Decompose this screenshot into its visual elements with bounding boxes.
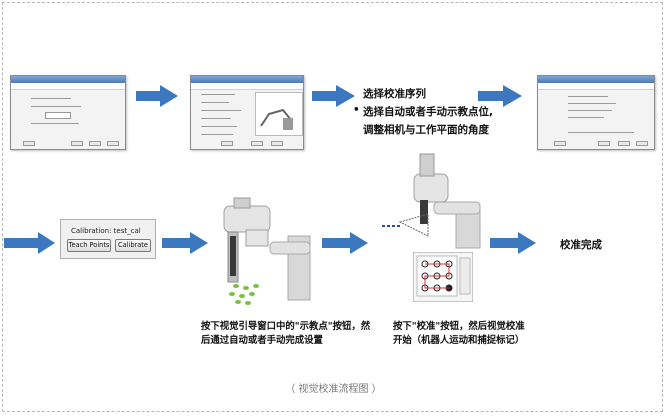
calibration-grid-image [413,252,473,302]
heading-calibration-done: 校准完成 [560,239,602,251]
caption-calibrate: 按下"校准"按钮，然后视觉校准 开始（机器人运动和捕捉标记） [393,320,525,348]
robot-camera-illustration [382,153,481,249]
heading-teach-line1: 选择自动或者手动示教点位, [363,106,493,118]
caption-teach-line1: 按下视觉引导窗口中的"示教点"按钮，然 [201,321,371,332]
caption-calibrate-line2: 开始（机器人运动和捕捉标记） [393,335,525,346]
wizard-screenshot-3 [537,75,655,150]
wizard-screenshot-1 [10,75,126,150]
arrow-2 [312,85,355,107]
calibrate-button[interactable]: Calibrate [115,239,151,252]
calibration-label: Calibration: test_cal [71,227,141,235]
teach-points-button[interactable]: Teach Points [67,239,111,252]
caption-teach-points: 按下视觉引导窗口中的"示教点"按钮，然 后通过自动或者手动完成设置 [201,320,370,348]
arrow-1 [136,85,178,107]
bullet-marker: • [353,104,360,116]
arrow-3 [478,85,522,107]
heading-select-sequence: 选择校准序列 [363,88,426,100]
arrow-5 [162,232,208,254]
heading-teach-line2: 调整相机与工作平面的角度 [363,124,489,136]
robot-sketch-icon [260,108,293,130]
arrow-6 [322,232,368,254]
calibration-panel: Calibration: test_cal Teach Points Calib… [60,219,156,259]
caption-teach-line2: 后通过自动或者手动完成设置 [201,335,323,346]
figure-frame [2,2,663,412]
figure-caption: （ 视觉校准流程图 ） [285,384,382,395]
scara-robot-illustration [223,197,311,305]
arrow-4 [4,232,55,254]
arrow-7 [490,232,536,254]
wizard-screenshot-2 [190,75,304,150]
caption-calibrate-line1: 按下"校准"按钮，然后视觉校准 [393,321,525,332]
